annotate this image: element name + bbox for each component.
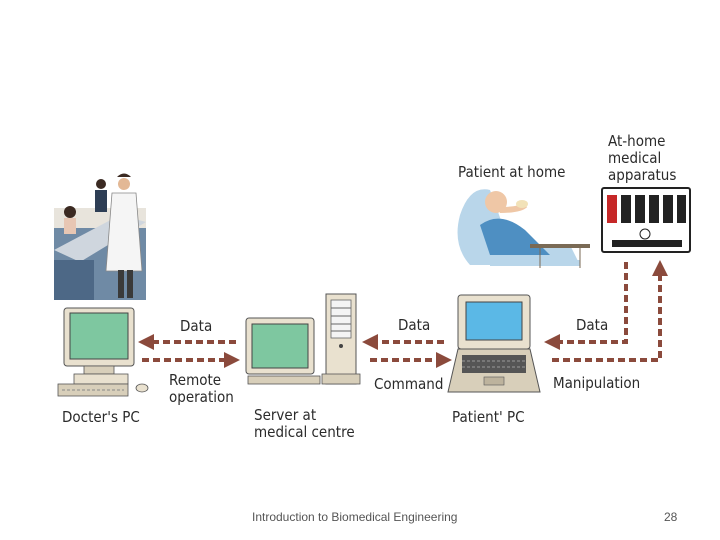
label-command: Command bbox=[374, 375, 444, 393]
patient-pc-icon bbox=[447, 294, 541, 393]
patient-illustration bbox=[457, 189, 590, 268]
arrow-manipulation bbox=[552, 260, 668, 362]
doctor-pc-icon bbox=[57, 307, 149, 397]
label-server: Server at medical centre bbox=[254, 406, 355, 441]
doctor-office-illustration bbox=[54, 173, 146, 300]
label-patient-pc: Patient' PC bbox=[452, 408, 525, 426]
label-doctor-pc: Docter's PC bbox=[62, 408, 140, 426]
label-data-left: Data bbox=[180, 317, 213, 335]
label-data-mid: Data bbox=[398, 316, 431, 334]
arrow-data-from-apparatus bbox=[544, 262, 628, 350]
label-apparatus: At-home medical apparatus bbox=[608, 132, 677, 184]
medical-apparatus-icon bbox=[601, 187, 691, 253]
footer-course-title: Introduction to Biomedical Engineering bbox=[252, 510, 458, 524]
label-remote-operation: Remote operation bbox=[169, 371, 234, 406]
server-icon bbox=[245, 293, 361, 385]
label-patient-at-home: Patient at home bbox=[458, 163, 566, 181]
label-manipulation: Manipulation bbox=[553, 374, 641, 392]
page-number: 28 bbox=[664, 510, 678, 524]
label-data-right: Data bbox=[576, 316, 609, 334]
flow-arrows bbox=[138, 260, 668, 368]
